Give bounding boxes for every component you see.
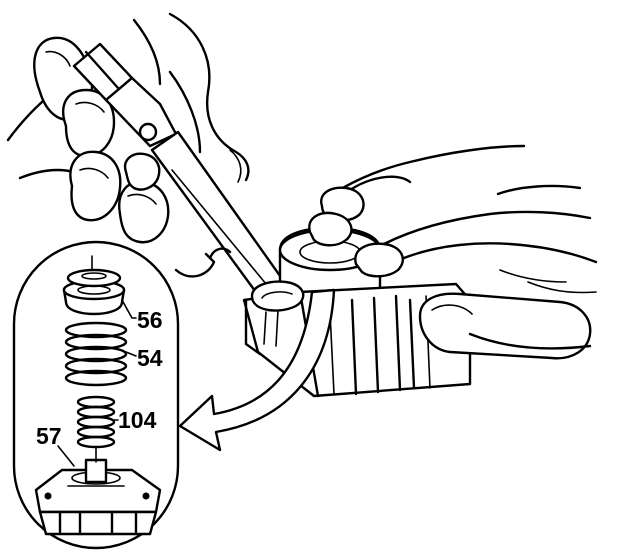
- exploded-detail-frame: 56 54 104 57: [12, 240, 180, 550]
- outer-spring-part: [64, 321, 128, 387]
- housing-part: [34, 447, 162, 536]
- callout-56: 56: [137, 307, 163, 333]
- right-hand: [308, 144, 598, 360]
- spring-seat-part: [62, 255, 126, 316]
- inner-spring-part: [76, 395, 116, 449]
- callout-54: 54: [137, 345, 163, 371]
- callout-57: 57: [36, 423, 62, 449]
- detail-arrow: [178, 288, 336, 452]
- callout-104: 104: [118, 407, 157, 433]
